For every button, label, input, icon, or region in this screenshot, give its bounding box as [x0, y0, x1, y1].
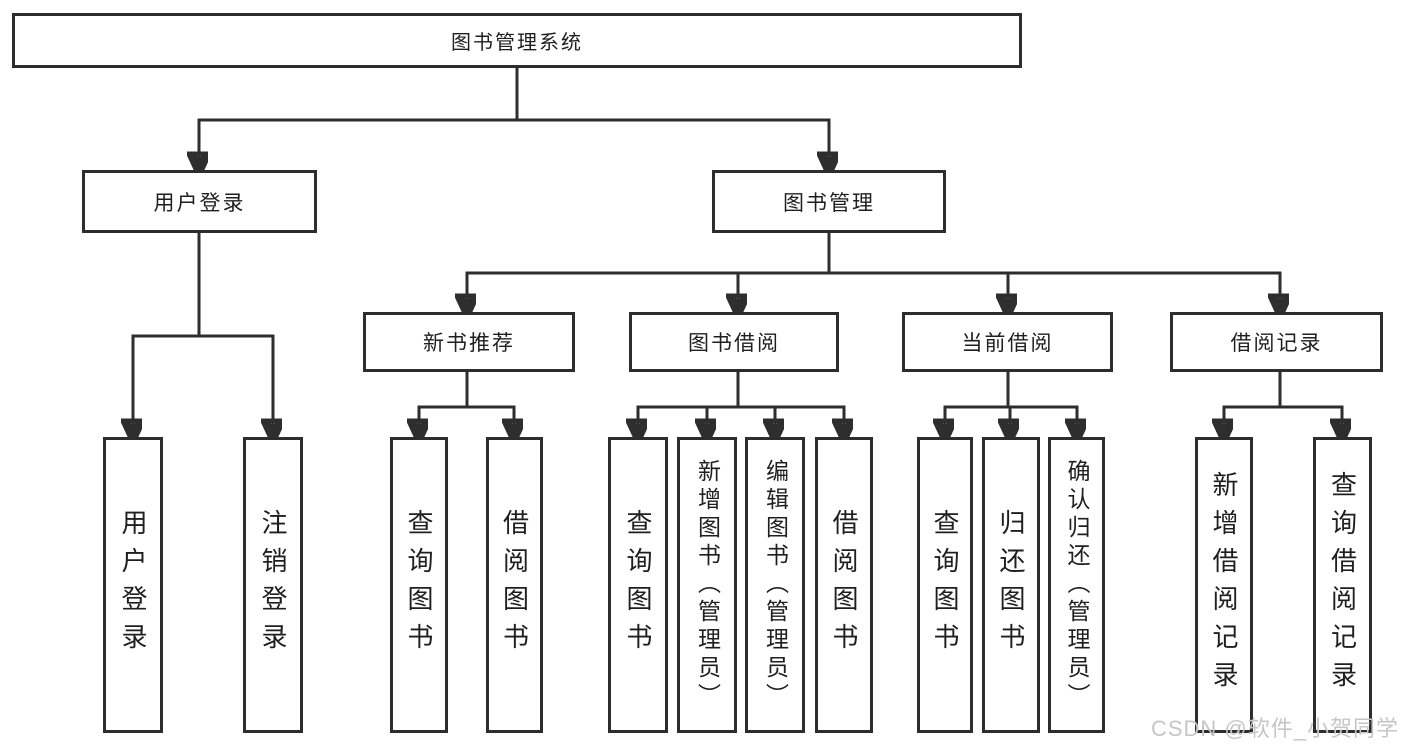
node-query-books-borrow: 查询图书 [608, 437, 668, 733]
node-add-book-admin: 新增图书（管理员） [677, 437, 737, 733]
csdn-watermark: CSDN @软件_小贺同学 [1150, 716, 1399, 741]
node-user-login: 用户登录 [82, 170, 317, 233]
node-add-borrow-record: 新增借阅记录 [1195, 437, 1253, 733]
node-library-management-system: 图书管理系统 [12, 13, 1022, 68]
node-edit-book-admin: 编辑图书（管理员） [745, 437, 805, 733]
node-query-books-current: 查询图书 [917, 437, 973, 733]
node-book-management: 图书管理 [712, 170, 946, 233]
node-confirm-return-admin: 确认归还（管理员） [1048, 437, 1105, 733]
node-query-books-recommend: 查询图书 [390, 437, 448, 733]
node-return-book: 归还图书 [982, 437, 1040, 733]
node-borrow-books-recommend: 借阅图书 [486, 437, 543, 733]
node-new-book-recommend: 新书推荐 [363, 312, 575, 372]
node-query-borrow-record: 查询借阅记录 [1313, 437, 1372, 733]
node-book-borrow: 图书借阅 [629, 312, 839, 372]
node-logout: 注销登录 [243, 437, 303, 733]
node-user-login-leaf: 用户登录 [103, 437, 163, 733]
node-borrow-book: 借阅图书 [815, 437, 873, 733]
node-borrow-record: 借阅记录 [1170, 312, 1383, 372]
node-current-borrow: 当前借阅 [902, 312, 1113, 372]
